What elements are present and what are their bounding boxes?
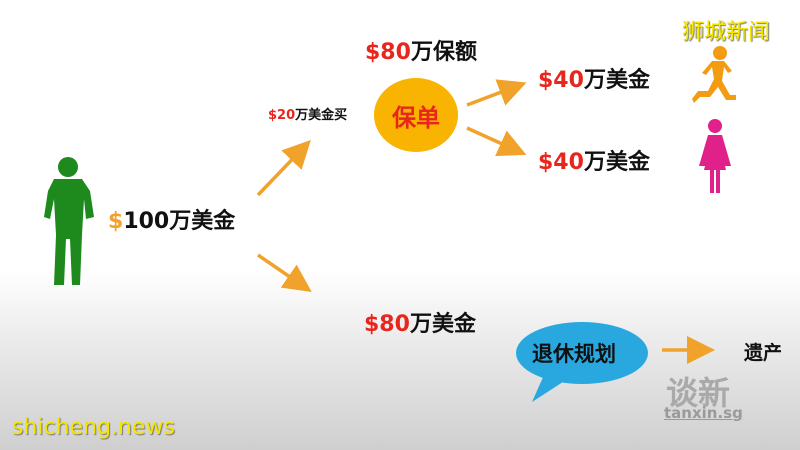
source-amount: $100万美金 <box>108 209 236 234</box>
beneficiary-woman-amount: $40万美金 <box>538 150 650 175</box>
tanxin-watermark: 谈新 <box>666 374 731 412</box>
running-child-icon <box>690 45 740 105</box>
policy-circle: 保单 <box>374 78 458 152</box>
tanxin-url: tanxin.sg <box>664 404 743 422</box>
shicheng-watermark-top: 狮城新闻 <box>682 20 771 45</box>
retirement-label: 退休规划 <box>532 342 616 366</box>
shicheng-watermark-bottom: shicheng.news <box>12 415 175 440</box>
woman-icon <box>698 118 732 194</box>
dollar-sign: $ <box>108 209 124 234</box>
remaining-amount: $80万美金 <box>364 312 476 337</box>
policy-label: 保单 <box>392 103 440 132</box>
retirement-bubble: 退休规划 <box>514 320 654 402</box>
beneficiary-child-amount: $40万美金 <box>538 68 650 93</box>
legacy-label: 遗产 <box>744 342 783 364</box>
buy-label: $20万美金买 <box>268 108 348 123</box>
coverage-label: $80万保额 <box>365 40 477 65</box>
person-icon <box>40 155 100 290</box>
